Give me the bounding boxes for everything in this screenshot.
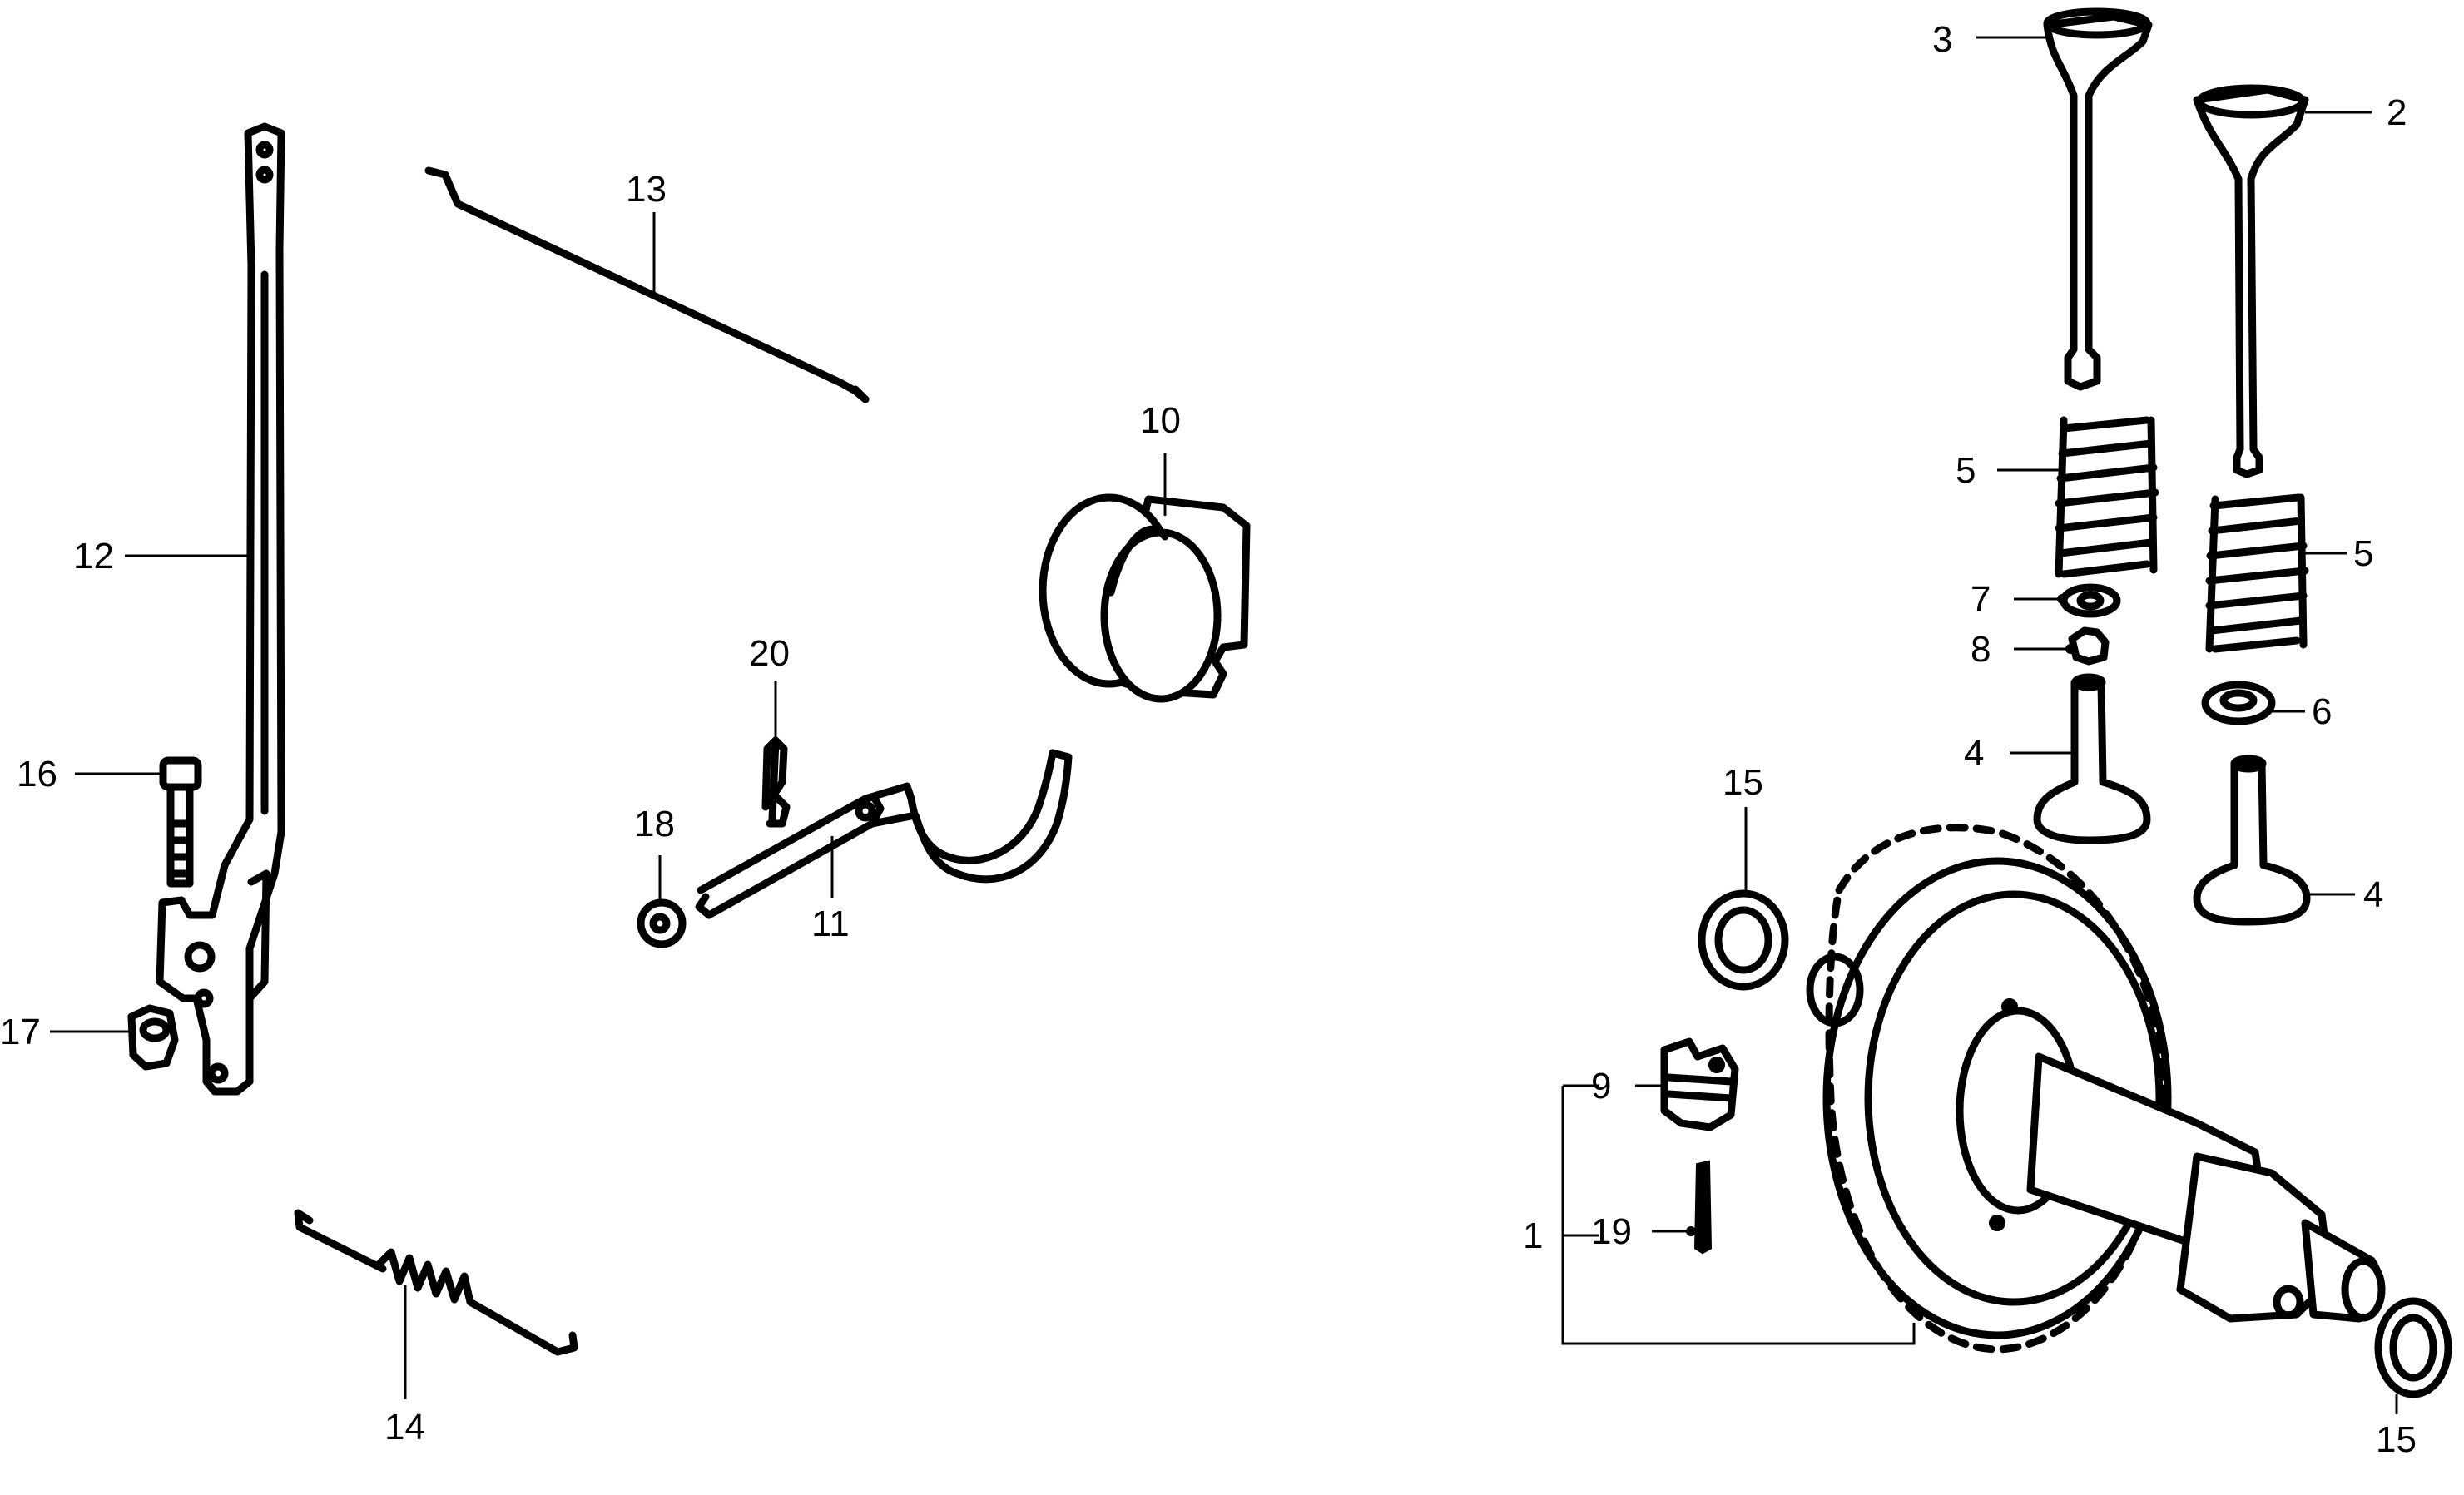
callout-13: 13 [626,169,667,210]
callout-4-upper: 4 [1964,733,1984,774]
callout-5-right: 5 [2353,533,2373,574]
callout-15-upper: 15 [1723,762,1763,803]
callout-5-left: 5 [1956,450,1976,491]
callout-4-lower: 4 [2363,874,2383,915]
nut-part-17[interactable] [127,1004,179,1071]
governor-arm-part-12[interactable] [156,122,285,1096]
pin-part-19[interactable] [1693,1160,1713,1255]
leader-lines [50,36,2398,1414]
callout-17: 17 [0,1012,41,1052]
callout-11: 11 [811,903,850,944]
callout-14: 14 [384,1407,425,1448]
clip-part-20[interactable] [761,736,791,828]
shim-part-15-upper[interactable] [1698,889,1789,991]
tappet-part-4-right[interactable] [2193,755,2311,926]
valve-part-2[interactable] [2193,84,2309,478]
valve-spring-part-5-left[interactable] [2055,416,2159,578]
callout-2: 2 [2387,92,2407,133]
callout-6: 6 [2312,691,2332,732]
valve-part-3[interactable] [2043,7,2153,391]
governor-collar-part-10[interactable] [1039,493,1251,703]
callout-1: 1 [1523,1215,1543,1256]
callout-labels: 1 2 3 4 4 5 5 6 7 8 9 10 11 12 13 14 15 … [0,19,2417,1460]
governor-spring-part-14[interactable] [294,1209,578,1356]
callout-15-lower: 15 [2376,1419,2417,1460]
valve-collet-part-8[interactable] [2068,626,2110,666]
callout-3: 3 [1932,19,1952,60]
callout-8: 8 [1971,629,1991,670]
callout-12: 12 [73,536,114,577]
callout-16: 16 [17,754,57,795]
shim-part-15-lower[interactable] [2374,1297,2452,1398]
callout-7: 7 [1971,579,1991,620]
governor-shaft-part-11[interactable] [695,749,1073,919]
callout-19: 19 [1591,1211,1632,1252]
callout-18: 18 [634,804,675,844]
valve-spring-part-5-right[interactable] [2205,493,2309,653]
spring-retainer-part-6[interactable] [2201,681,2276,725]
governor-weight-part-9[interactable] [1660,1037,1739,1131]
callout-10: 10 [1140,400,1181,441]
governor-rod-part-13[interactable] [424,166,870,403]
bolt-part-16[interactable] [159,756,202,888]
spring-retainer-part-7[interactable] [2060,583,2121,618]
washer-part-18[interactable] [637,898,687,948]
camshaft-gear-part-1[interactable] [1806,824,2386,1354]
callout-9: 9 [1591,1066,1611,1106]
callout-20: 20 [749,633,790,674]
tappet-part-4-left[interactable] [2033,673,2151,844]
